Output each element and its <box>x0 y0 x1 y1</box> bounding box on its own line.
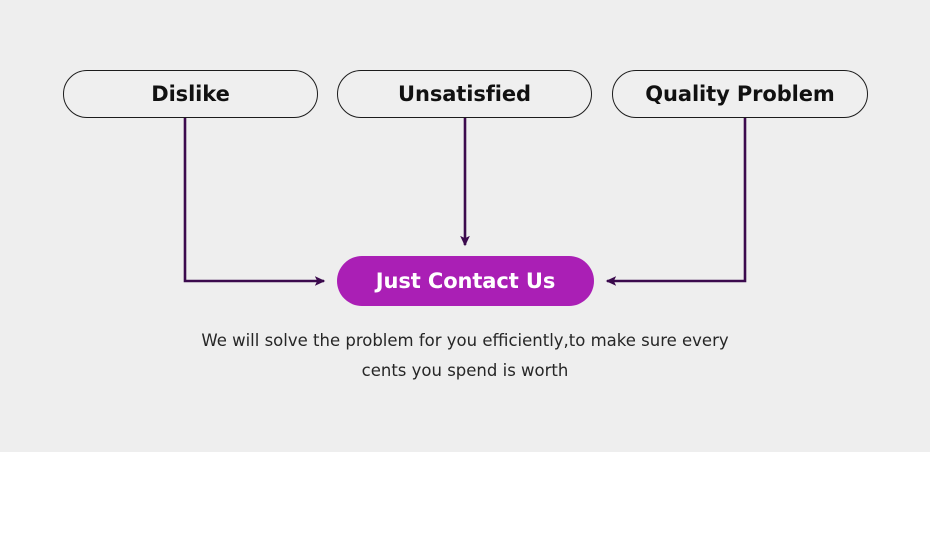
reason-label-unsatisfied: Unsatisfied <box>398 82 531 106</box>
contact-us-label: Just Contact Us <box>375 269 556 293</box>
reason-box-quality-problem: Quality Problem <box>612 70 868 118</box>
caption-line-1: We will solve the problem for you effici… <box>201 331 729 350</box>
caption-line-2: cents you spend is worth <box>361 361 569 380</box>
contact-us-button[interactable]: Just Contact Us <box>337 256 594 306</box>
caption-text: We will solve the problem for you effici… <box>150 326 780 386</box>
reason-box-unsatisfied: Unsatisfied <box>337 70 592 118</box>
reason-box-dislike: Dislike <box>63 70 318 118</box>
reason-label-quality-problem: Quality Problem <box>645 82 835 106</box>
reason-label-dislike: Dislike <box>151 82 230 106</box>
